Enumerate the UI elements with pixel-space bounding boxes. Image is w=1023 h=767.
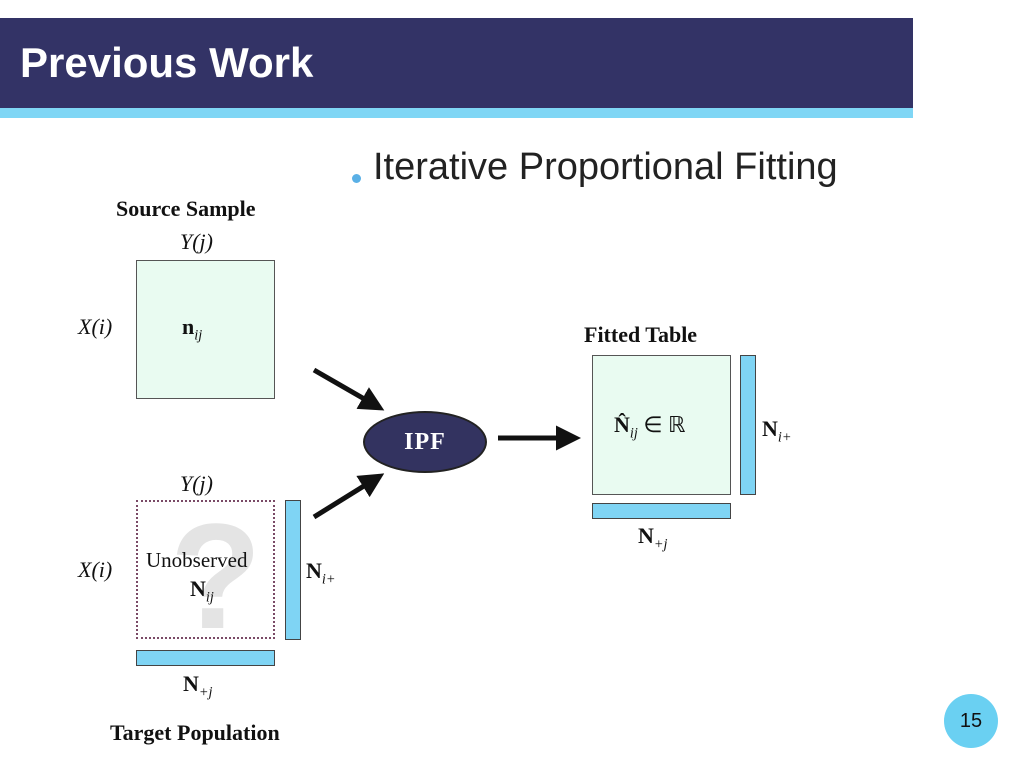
title-accent-line: [0, 108, 913, 118]
source-col-label: Y(j): [180, 229, 213, 254]
target-row-label: X(i): [78, 557, 113, 582]
target-col-margin-label: N+j: [183, 671, 213, 701]
source-cell-label: nij: [182, 314, 203, 344]
target-cell-label: Nij: [190, 576, 214, 606]
ipf-node: IPF: [363, 411, 487, 473]
arrow-target-to-ipf: [312, 473, 385, 520]
target-population-heading: Target Population: [110, 720, 280, 745]
title-bar: Previous Work: [0, 18, 913, 108]
fitted-table-heading: Fitted Table: [584, 322, 698, 347]
fitted-cell-label: N̂ij ∈ ℝ: [614, 412, 686, 442]
slide-title: Previous Work: [20, 39, 314, 86]
question-mark-icon: ?: [170, 492, 262, 660]
target-col-margin-bar: [136, 650, 275, 666]
unobserved-label: Unobserved: [146, 548, 248, 572]
bullet-dot-icon: [352, 174, 361, 183]
fitted-row-margin-bar: [740, 355, 756, 495]
target-row-margin-label: Ni+: [306, 558, 336, 588]
target-col-label: Y(j): [180, 471, 213, 496]
fitted-table: [592, 355, 731, 495]
bullet-text: Iterative Proportional Fitting: [373, 146, 838, 188]
target-row-margin-bar: [285, 500, 301, 640]
source-sample-table: [136, 260, 275, 399]
arrow-source-to-ipf: [312, 367, 385, 411]
fitted-col-margin-label: N+j: [638, 523, 668, 553]
fitted-col-margin-bar: [592, 503, 731, 519]
target-population-table: [136, 500, 275, 639]
fitted-row-margin-label: Ni+: [762, 416, 792, 446]
page-number-badge: 15: [944, 694, 998, 748]
source-row-label: X(i): [78, 314, 113, 339]
source-sample-heading: Source Sample: [116, 196, 256, 221]
ipf-label: IPF: [404, 429, 446, 455]
